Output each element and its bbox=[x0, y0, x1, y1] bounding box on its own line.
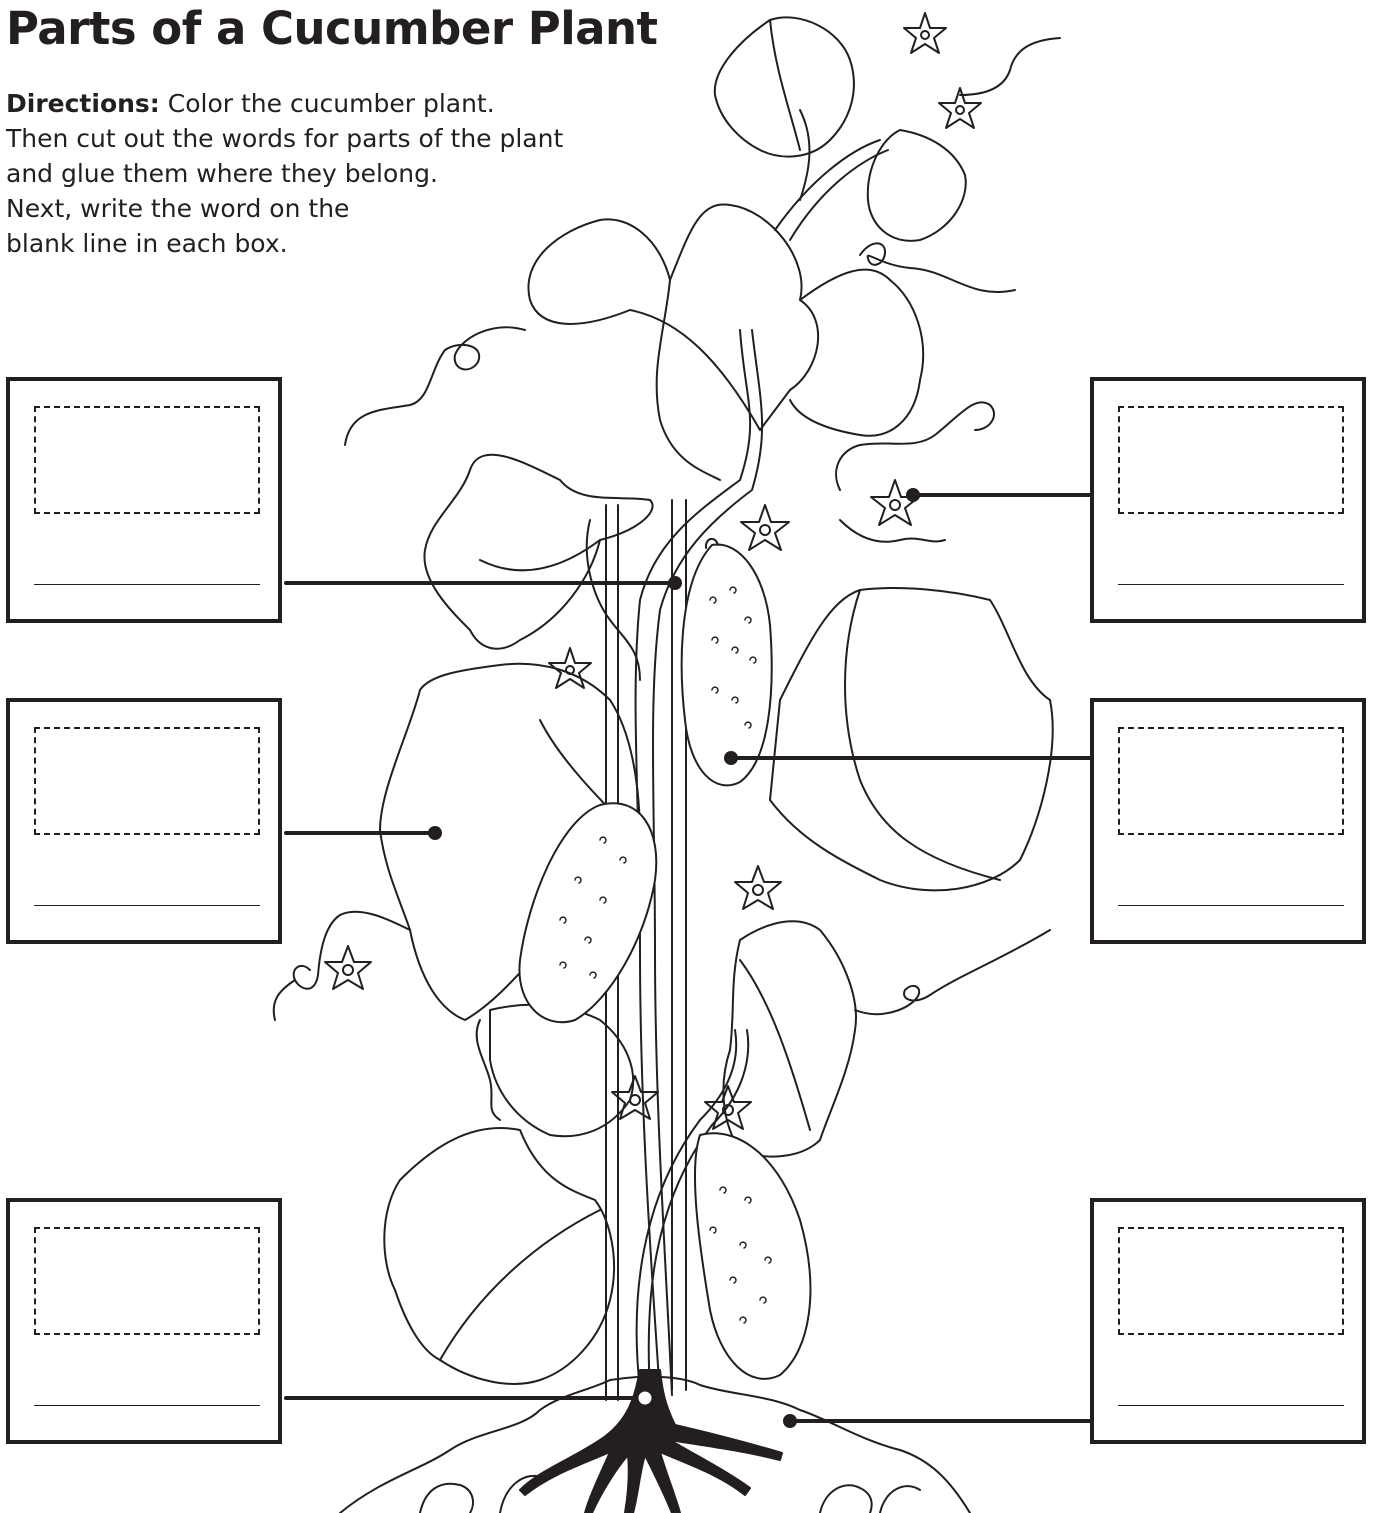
glue-area[interactable] bbox=[1118, 1227, 1344, 1335]
pointer-dot-leaf bbox=[428, 826, 442, 840]
write-line[interactable] bbox=[1118, 1405, 1344, 1406]
label-box-stem bbox=[6, 377, 282, 623]
glue-area[interactable] bbox=[1118, 727, 1344, 835]
write-line[interactable] bbox=[34, 905, 260, 906]
pointer-dot-fruit bbox=[724, 751, 738, 765]
write-line[interactable] bbox=[34, 1405, 260, 1406]
pointer-dot-roots bbox=[637, 1390, 653, 1406]
pointer-dot-soil bbox=[783, 1414, 797, 1428]
cucumber-fruit bbox=[695, 1133, 810, 1379]
pointer-dot-flower bbox=[906, 488, 920, 502]
label-box-roots bbox=[6, 1198, 282, 1444]
glue-area[interactable] bbox=[34, 727, 260, 835]
cucumber-fruit bbox=[682, 539, 772, 786]
leader-dots bbox=[428, 488, 920, 1428]
pointer-dot-stem bbox=[668, 576, 682, 590]
flowers bbox=[325, 13, 981, 1129]
glue-area[interactable] bbox=[1118, 406, 1344, 514]
glue-area[interactable] bbox=[34, 1227, 260, 1335]
write-line[interactable] bbox=[34, 584, 260, 585]
write-line[interactable] bbox=[1118, 905, 1344, 906]
cucumber-fruit bbox=[519, 803, 656, 1022]
write-line[interactable] bbox=[1118, 584, 1344, 585]
label-box-leaf bbox=[6, 698, 282, 944]
tendrils bbox=[274, 38, 1060, 1120]
label-box-fruit bbox=[1090, 698, 1366, 944]
label-box-flower bbox=[1090, 377, 1366, 623]
label-box-soil bbox=[1090, 1198, 1366, 1444]
glue-area[interactable] bbox=[34, 406, 260, 514]
